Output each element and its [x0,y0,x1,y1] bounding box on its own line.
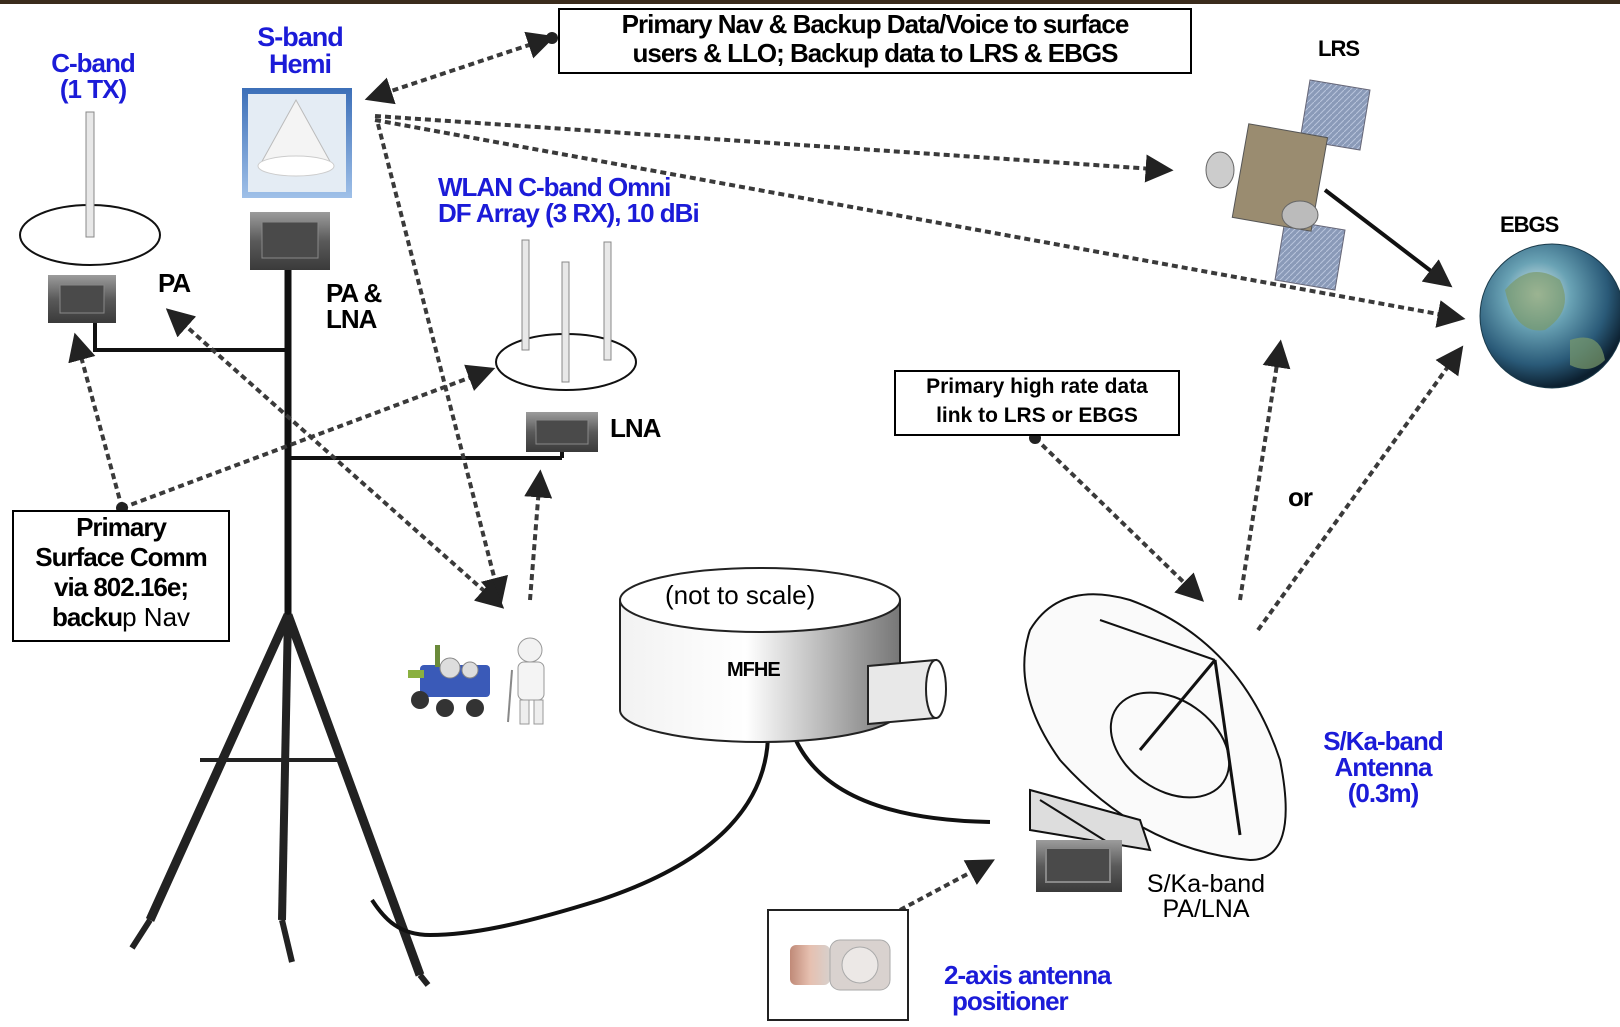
surface-comm-box: Primary Surface Comm via 802.16e; backup… [12,510,230,642]
s-band-label: S-band Hemi [240,24,360,78]
wlan-df-array [495,239,637,452]
ska-pa-lna-label: S/Ka-band PA/LNA [1136,872,1276,922]
primary-nav-box: Primary Nav & Backup Data/Voice to surfa… [558,8,1192,74]
ebgs-earth [1479,243,1620,389]
lrs-label: LRS [1318,36,1360,61]
dashed-links [68,31,1466,912]
high-rate-box-line2: link to LRS or EBGS [936,404,1138,427]
ska-antenna-label: S/Ka-band Antenna (0.3m) [1308,728,1458,806]
ska-antenna-label-line2: Antenna [1334,752,1433,782]
nav-box-dot [546,32,558,44]
ska-dish-antenna [1023,593,1287,892]
positioner-label-line1: 2-axis antenna [944,960,1112,990]
surface-comm-line4-bold: backu [51,602,123,632]
primary-nav-box-line1: Primary Nav & Backup Data/Voice to surfa… [621,9,1130,39]
or-label: or [1288,482,1313,512]
ebgs-label: EBGS [1500,212,1559,237]
s-band-label-line1: S-band [257,22,344,52]
surface-comm-line4: backup Nav [14,602,228,632]
ska-pa-lna-label-line2: PA/LNA [1162,895,1250,923]
wlan-label-line2: DF Array (3 RX), 10 dBi [438,198,700,228]
s-band-hemi-antenna [242,88,352,270]
pa-lna-label: PA & LNA [326,278,382,334]
high-rate-box-line1: Primary high rate data [926,375,1148,398]
rover-astronaut [408,637,545,725]
wlan-label: WLAN C-band Omni DF Array (3 RX), 10 dBi [438,172,700,228]
lrs-satellite [1205,79,1371,291]
surface-comm-line2: Surface Comm [35,542,208,572]
not-to-scale-label: (not to scale) [665,580,816,610]
c-band-label-line2: (1 TX) [59,74,127,104]
positioner-label: 2-axis antenna positioner [944,960,1112,1016]
ska-antenna-label-line3: (0.3m) [1347,778,1420,808]
surface-comm-line3: via 802.16e; [53,572,189,602]
ska-pa-lna-label-line1: S/Ka-band [1146,870,1266,898]
mfhe-label: MFHE [727,659,781,681]
primary-nav-box-line2: users & LLO; Backup data to LRS & EBGS [632,38,1119,68]
pa-label: PA [158,268,191,298]
positioner-image [767,909,909,1021]
ska-antenna-label-line1: S/Ka-band [1323,726,1444,756]
top-border [0,0,1620,4]
high-rate-box: Primary high rate data link to LRS or EB… [894,370,1180,436]
lna-label: LNA [610,413,661,443]
c-band-label-line1: C-band [51,48,136,78]
surface-comm-line4-plain: p Nav [122,602,191,632]
s-band-label-line2: Hemi [268,49,332,79]
pa-lna-label-line2: LNA [326,304,377,334]
wlan-label-line1: WLAN C-band Omni [438,172,671,202]
c-band-antenna [19,111,161,323]
mfhe-cylinder [619,567,947,743]
c-band-label: C-band (1 TX) [38,50,148,102]
positioner-label-line2: positioner [952,986,1069,1016]
pa-lna-label-line1: PA & [326,278,382,308]
surface-comm-line1: Primary [76,512,167,542]
